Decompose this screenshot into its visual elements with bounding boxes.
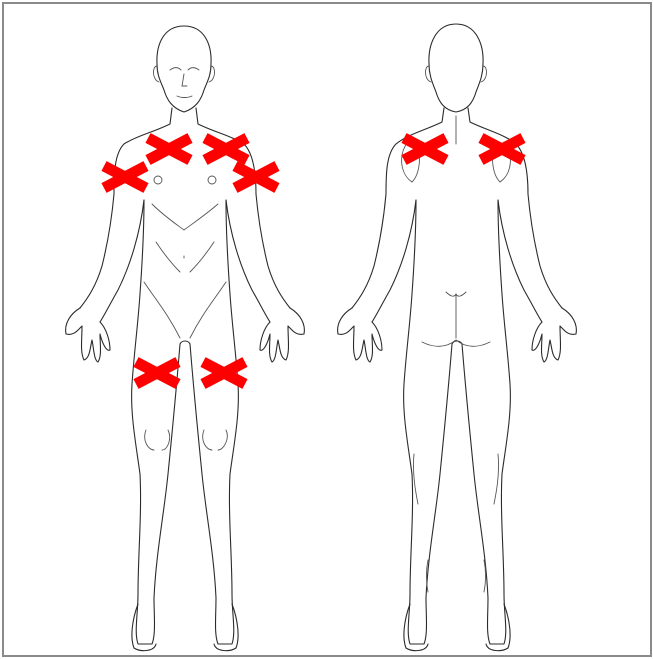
front-head: [157, 26, 211, 112]
x-mark-front-right-shoulder-upper: [205, 138, 247, 160]
x-mark-back-right-shoulder: [481, 138, 523, 160]
x-mark-front-left-shoulder-upper: [148, 138, 190, 160]
x-mark-front-right-thigh: [203, 362, 245, 384]
front-face: [170, 68, 199, 98]
front-chest-details: [144, 176, 226, 338]
back-torso: [352, 108, 562, 308]
body-diagram-svg: [4, 4, 650, 655]
back-calves: [413, 454, 498, 592]
front-torso-sides: [132, 200, 239, 644]
front-knees: [145, 430, 228, 450]
back-inner-legs: [426, 341, 488, 598]
back-ears: [425, 66, 486, 82]
front-arms: [100, 200, 270, 322]
pain-markers: [104, 138, 523, 384]
x-mark-front-left-shoulder-lateral: [104, 166, 146, 188]
back-arms: [372, 200, 542, 322]
back-torso-sides: [404, 200, 511, 644]
front-body-figure: [66, 26, 305, 651]
back-body-figure: [338, 24, 577, 651]
x-mark-front-left-thigh: [136, 362, 178, 384]
x-mark-back-left-shoulder: [404, 138, 446, 160]
back-head: [429, 24, 483, 112]
back-buttocks: [422, 292, 490, 346]
